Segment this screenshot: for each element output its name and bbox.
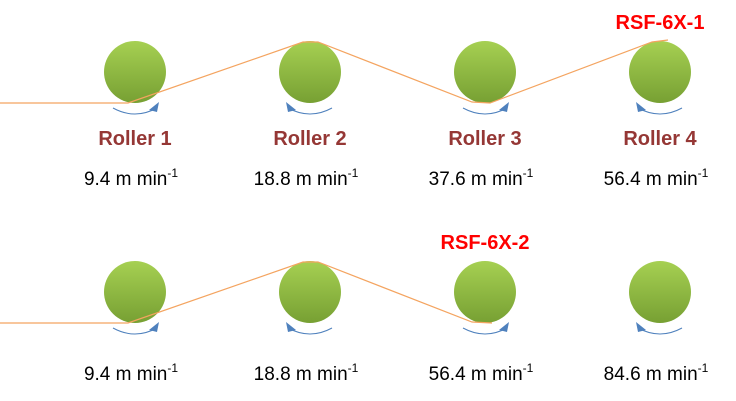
roller-speed: 37.6 m min-1	[429, 166, 534, 190]
roller-4	[629, 261, 691, 323]
roller-row-2: 9.4 m min-1 18.8 m min-1 56.4 m min-1 84.6 …	[0, 232, 709, 385]
unit-exponent: -1	[348, 361, 359, 375]
roller-speed: 9.4 m min-1	[84, 361, 178, 385]
roller-3	[454, 41, 516, 103]
roller-3	[454, 261, 516, 323]
unit-exponent: -1	[523, 361, 534, 375]
unit-exponent: -1	[348, 166, 359, 180]
roller-speed: 56.4 m min-1	[429, 361, 534, 385]
roller-speed: 18.8 m min-1	[254, 166, 359, 190]
arrowhead-icon	[149, 102, 159, 112]
arrowhead-icon	[636, 102, 646, 112]
roller-1	[104, 261, 166, 323]
arrowhead-icon	[286, 102, 296, 112]
arrowhead-icon	[286, 322, 296, 332]
roller-label: Roller 2	[273, 128, 346, 150]
roller-speed: 84.6 m min-1	[604, 361, 709, 385]
roller-speed: 18.8 m min-1	[254, 361, 359, 385]
roller-2	[279, 261, 341, 323]
roller-speed: 56.4 m min-1	[604, 166, 709, 190]
unit-exponent: -1	[523, 166, 534, 180]
arrowhead-icon	[636, 322, 646, 332]
unit-exponent: -1	[698, 166, 709, 180]
roller-label: Roller 3	[448, 128, 521, 150]
roller-speed: 9.4 m min-1	[84, 166, 178, 190]
film-path	[0, 261, 493, 324]
unit-exponent: -1	[167, 361, 178, 375]
roller-2	[279, 41, 341, 103]
film-path	[0, 39, 669, 104]
arrowhead-icon	[499, 322, 509, 332]
roller-row-1: Roller 1 9.4 m min-1 Roller 2 18.8 m min-1 R…	[0, 12, 709, 190]
roller-label: Roller 4	[623, 128, 697, 150]
sample-tag: RSF-6X-1	[616, 12, 705, 34]
arrowhead-icon	[149, 322, 159, 332]
sample-tag: RSF-6X-2	[441, 232, 530, 254]
unit-exponent: -1	[167, 166, 178, 180]
roller-label: Roller 1	[98, 128, 171, 150]
unit-exponent: -1	[698, 361, 709, 375]
roller-4	[629, 41, 691, 103]
arrowhead-icon	[499, 102, 509, 112]
roller-1	[104, 41, 166, 103]
